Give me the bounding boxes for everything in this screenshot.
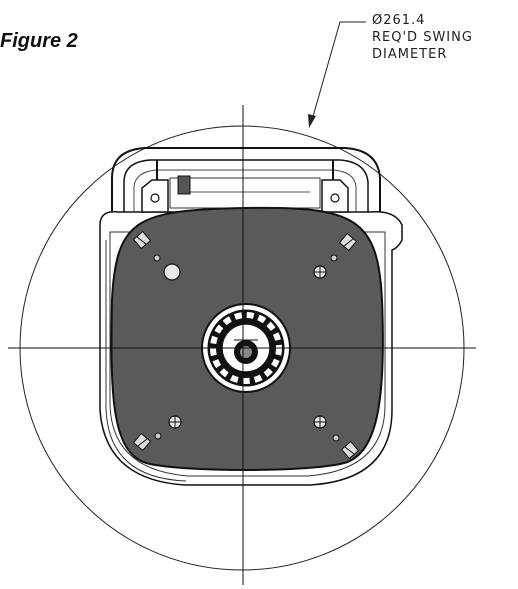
handle-frame-mid <box>133 169 357 212</box>
corner-clip-top-left <box>132 230 152 250</box>
dimension-callout-text: Ø261.4 REQ'D SWING DIAMETER <box>372 12 473 63</box>
mount-hole-bottom-left <box>154 415 182 440</box>
right-bracket-hole-icon <box>330 193 340 203</box>
dimension-line-2: DIAMETER <box>372 47 448 62</box>
left-bracket-hole-icon <box>150 193 160 203</box>
dimension-arrowhead <box>308 114 316 128</box>
right-bracket <box>321 179 349 213</box>
handle-inner-panel <box>169 177 321 209</box>
left-latch <box>177 175 191 195</box>
corner-clip-top-right <box>338 232 358 252</box>
handle-frame-inner <box>123 159 369 212</box>
dimension-value: Ø261.4 <box>372 13 426 28</box>
seat-inner-shell-line <box>109 231 386 477</box>
handle-frame-outer <box>111 147 381 212</box>
seat-shell-rim <box>105 240 187 482</box>
mount-hole-top-right <box>313 254 338 279</box>
corner-clip-bottom-right <box>340 440 360 460</box>
left-bracket <box>141 179 169 213</box>
figure-label: Figure 2 <box>0 30 78 52</box>
corner-clip-bottom-left <box>132 432 152 452</box>
dimension-line-1: REQ'D SWING <box>372 30 473 45</box>
dimension-leader-line <box>311 21 366 121</box>
mount-hole-top-left <box>153 254 181 281</box>
mount-hole-bottom-right <box>313 415 340 442</box>
